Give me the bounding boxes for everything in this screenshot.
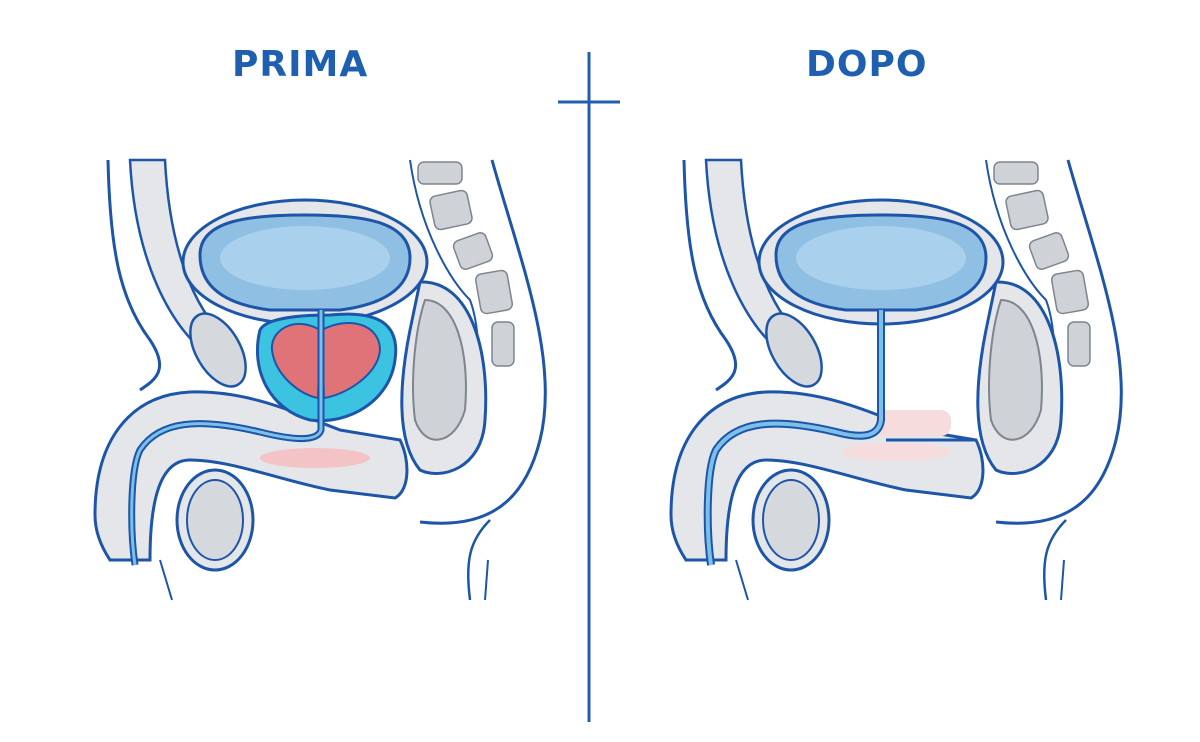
title-before: PRIMA	[232, 44, 369, 85]
sphincter-muscle	[841, 443, 951, 461]
title-after: DOPO	[806, 44, 928, 85]
prostate-lobe-left	[270, 323, 322, 400]
panel-after	[669, 158, 1123, 602]
sphincter-muscle	[260, 448, 370, 468]
panel-before	[93, 158, 547, 602]
prostate-lobe-right	[320, 321, 382, 400]
divider	[558, 52, 620, 722]
